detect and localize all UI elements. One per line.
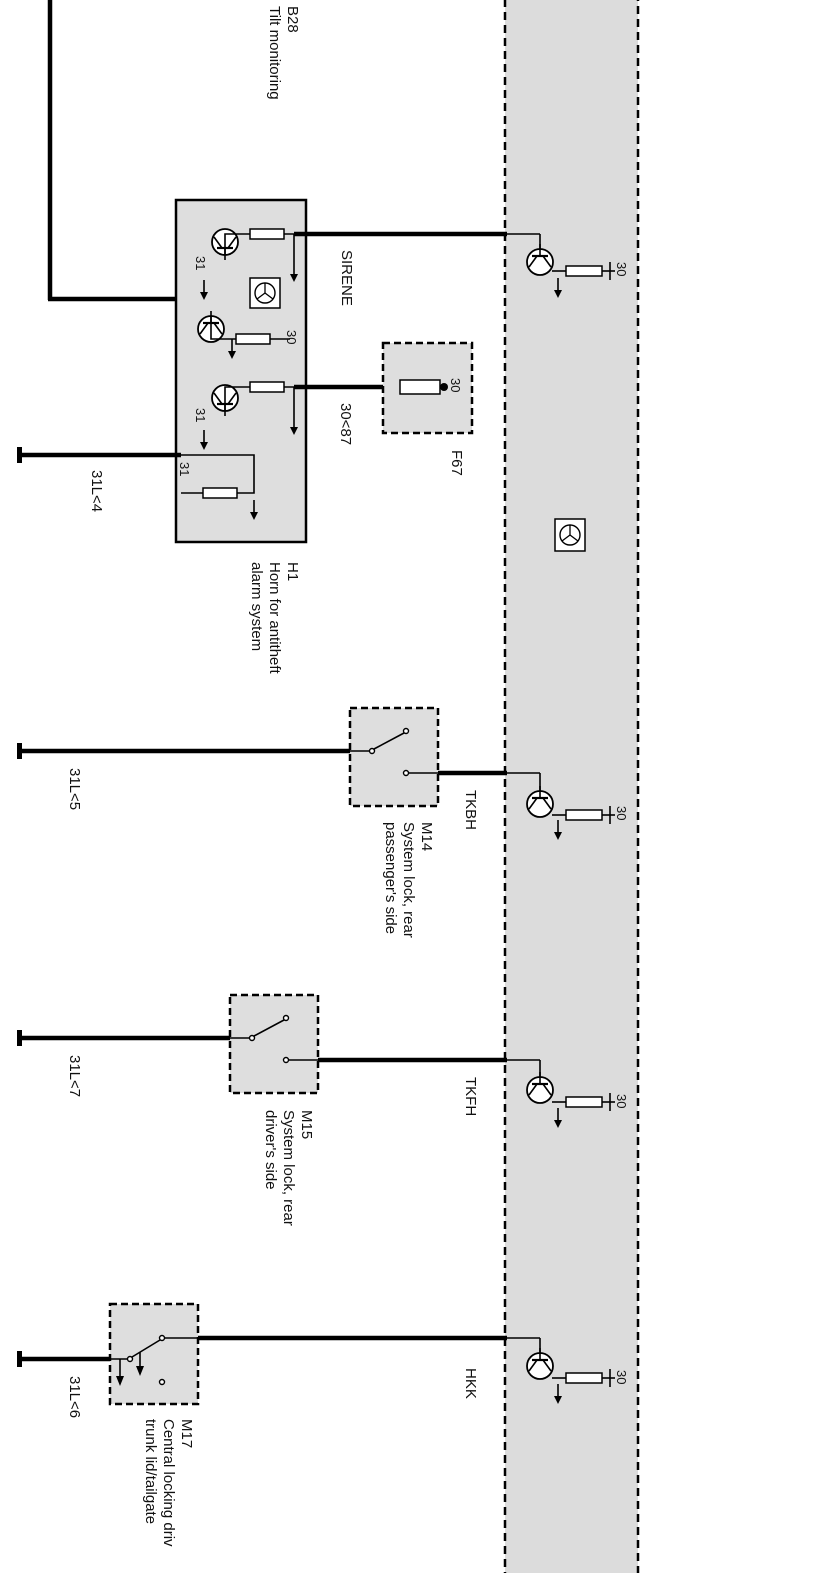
control-unit-icon	[249, 277, 281, 309]
gnd-31l7-terminal	[17, 1030, 22, 1046]
cu-pin-30-d: 30	[614, 1370, 629, 1384]
m17-switch-icon	[110, 1334, 198, 1386]
h1-description-2: alarm system	[248, 562, 265, 651]
h1-internal-wiring-8	[181, 454, 255, 494]
h1-description-1: Horn for antitheft	[266, 562, 283, 675]
m17-description-1: Central locking driv	[160, 1419, 177, 1547]
cu-output-tkfh	[507, 1059, 615, 1129]
m17-label: M17	[178, 1419, 195, 1448]
h1-resistor-2	[235, 333, 271, 345]
tkfh-label: TKFH	[462, 1077, 479, 1116]
wire-30-87-label: 30<87	[337, 403, 354, 445]
gnd-31l5-terminal	[17, 743, 22, 759]
h1-internal-wiring-3	[210, 316, 236, 340]
m15-description-2: driver's side	[262, 1110, 279, 1190]
m17-switch-box	[108, 1302, 200, 1406]
sirene-label: SIRENE	[338, 250, 355, 306]
cu-output-hkk	[507, 1337, 615, 1405]
h1-pin-31-a: 31	[193, 256, 208, 270]
cu-pin-30-c: 30	[614, 1094, 629, 1108]
b28-description: Tilt monitoring	[266, 6, 283, 100]
gnd-31l6-label: 31L<6	[66, 1376, 83, 1418]
f67-pin-30: 30	[448, 378, 463, 392]
gnd-31l4-label: 31L<4	[88, 470, 105, 512]
m14-description-1: System lock, rear	[400, 822, 417, 938]
m15-label: M15	[298, 1110, 315, 1139]
m14-switch-icon	[350, 727, 438, 777]
m17-description-2: trunk lid/tailgate	[142, 1419, 159, 1524]
gnd-31l5-label: 31L<5	[66, 768, 83, 810]
gnd-31l4-terminal	[17, 447, 22, 463]
f67-terminal	[440, 383, 448, 391]
h1-pin-31-c: 31	[177, 462, 192, 476]
cu-pin-30-b: 30	[614, 806, 629, 820]
h1-resistor-1	[249, 228, 285, 240]
h1-pin-30: 30	[284, 330, 299, 344]
m14-label: M14	[418, 822, 435, 851]
b28-label: B28	[284, 6, 301, 33]
h1-label: H1	[284, 562, 301, 581]
h1-pin-31-b: 31	[193, 408, 208, 422]
control-unit-icon-center	[554, 518, 586, 552]
m14-description-2: passenger's side	[382, 822, 399, 934]
m15-switch-box	[228, 993, 320, 1095]
cu-pin-30-a: 30	[614, 262, 629, 276]
hkk-label: HKK	[462, 1368, 479, 1399]
control-unit-band	[503, 0, 640, 1573]
m14-switch-box	[348, 706, 440, 808]
h1-internal-wiring-5	[224, 386, 250, 411]
tkbh-label: TKBH	[462, 790, 479, 830]
h1-resistor-4	[202, 487, 238, 499]
gnd-31l6-terminal	[17, 1351, 22, 1367]
h1-internal-wiring	[224, 233, 250, 255]
f67-fuse	[399, 379, 441, 395]
gnd-31l7-label: 31L<7	[66, 1055, 83, 1097]
cu-output-tkbh	[507, 772, 615, 841]
cu-output-sirene	[507, 233, 615, 299]
f67-fuse-box	[381, 341, 474, 435]
f67-label: F67	[448, 450, 465, 476]
h1-siren-module	[174, 198, 308, 544]
m15-description-1: System lock, rear	[280, 1110, 297, 1226]
m15-switch-icon	[230, 1014, 318, 1064]
h1-resistor-3	[249, 381, 285, 393]
